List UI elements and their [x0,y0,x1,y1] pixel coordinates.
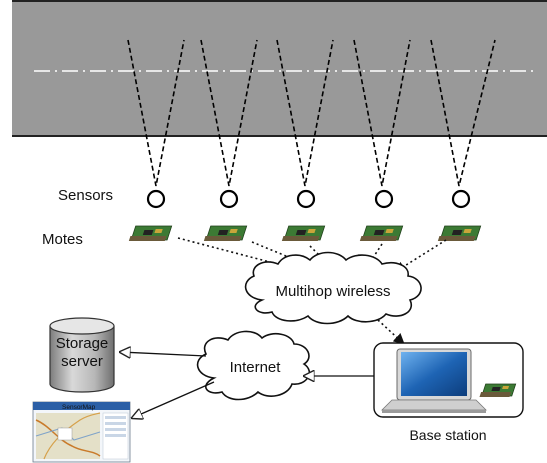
internet-to-map-arrow [132,381,215,418]
internet-label: Internet [230,359,282,376]
sensor [296,189,316,209]
sensor [451,189,471,209]
sensing-cone [276,39,334,187]
mote-icon [359,225,404,241]
mote-icon [437,225,482,241]
sensing-cones [127,39,496,187]
mote-icon [479,383,517,397]
mote-icon [203,225,248,241]
road [12,0,547,137]
sensing-cone [353,39,411,187]
sensor [219,189,239,209]
internet-cloud: Internet [196,330,310,401]
road-surface [12,0,547,136]
cloud-to-base-arrow [377,319,405,345]
sensormap-thumbnail: SensorMap [32,401,131,463]
sensors-label: Sensors [58,187,113,204]
storage-server: Storage server [49,317,115,393]
sensormap-brand: SensorMap [62,404,96,411]
sensors [146,189,471,209]
sensing-cone [127,39,185,187]
base-station-label: Base station [409,427,486,443]
multihop-cloud: Multihop wireless [244,251,422,325]
laptop-icon [381,348,487,413]
mote-icon [281,225,326,241]
storage-label-line1: Storage [56,335,109,352]
storage-label-line2: server [61,353,103,370]
motes-label: Motes [42,231,83,248]
sensor [374,189,394,209]
internet-to-storage-arrow [120,352,207,356]
multihop-label: Multihop wireless [275,283,390,300]
mote-icon [128,225,173,241]
base-station: Base station [373,342,524,443]
motes [128,225,482,241]
sensor [146,189,166,209]
sensing-cone [430,39,496,187]
sensing-cone [200,39,258,187]
